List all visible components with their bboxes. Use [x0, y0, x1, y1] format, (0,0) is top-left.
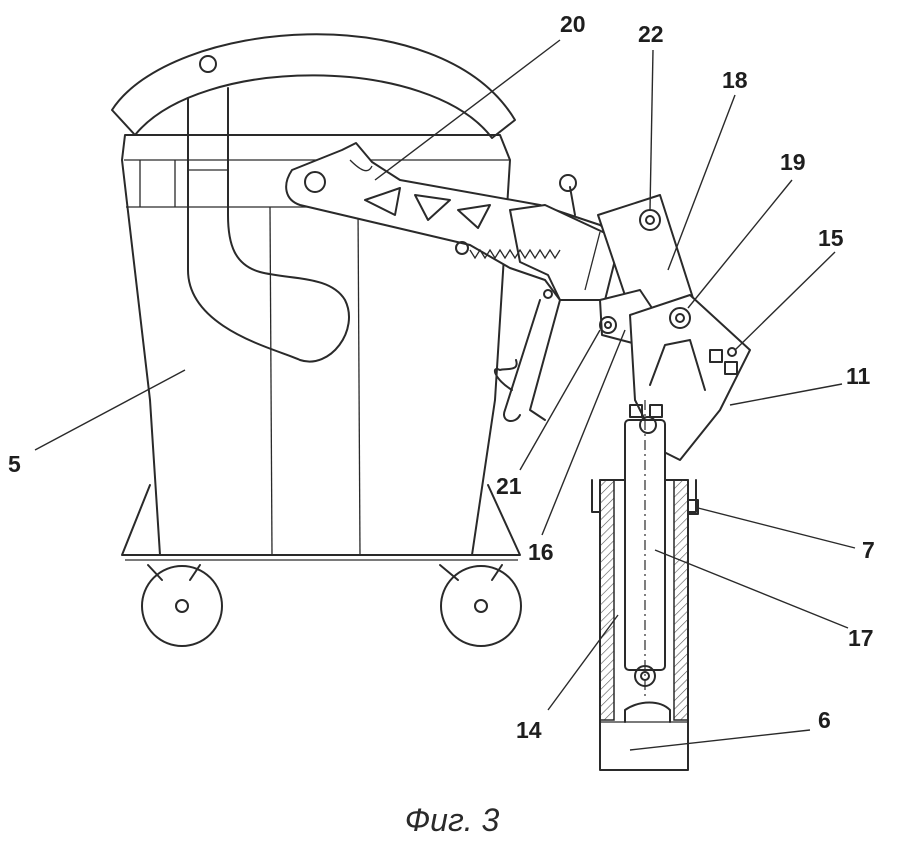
gripper-arm — [286, 143, 620, 421]
container-lid — [112, 34, 515, 138]
container-base — [122, 485, 520, 555]
lever-knob — [560, 175, 576, 191]
leader-lines — [35, 40, 855, 750]
label-15: 15 — [818, 225, 844, 251]
wheel-left — [142, 565, 222, 646]
label-20: 20 — [560, 11, 586, 37]
container-handle — [188, 88, 349, 362]
label-21: 21 — [496, 473, 522, 499]
label-18: 18 — [722, 67, 748, 93]
figure-caption: Фиг. 3 — [0, 802, 904, 839]
lift-linkage — [598, 195, 750, 460]
label-14: 14 — [516, 717, 542, 743]
label-16: 16 — [528, 539, 554, 565]
label-6: 6 — [818, 707, 831, 733]
label-7: 7 — [862, 537, 875, 563]
label-11: 11 — [846, 363, 871, 389]
waste-container — [112, 34, 521, 646]
label-19: 19 — [780, 149, 806, 175]
label-17: 17 — [848, 625, 874, 651]
label-5: 5 — [8, 451, 21, 477]
lower-hook — [495, 300, 540, 421]
label-22: 22 — [638, 21, 664, 47]
wheel-right — [440, 565, 521, 646]
